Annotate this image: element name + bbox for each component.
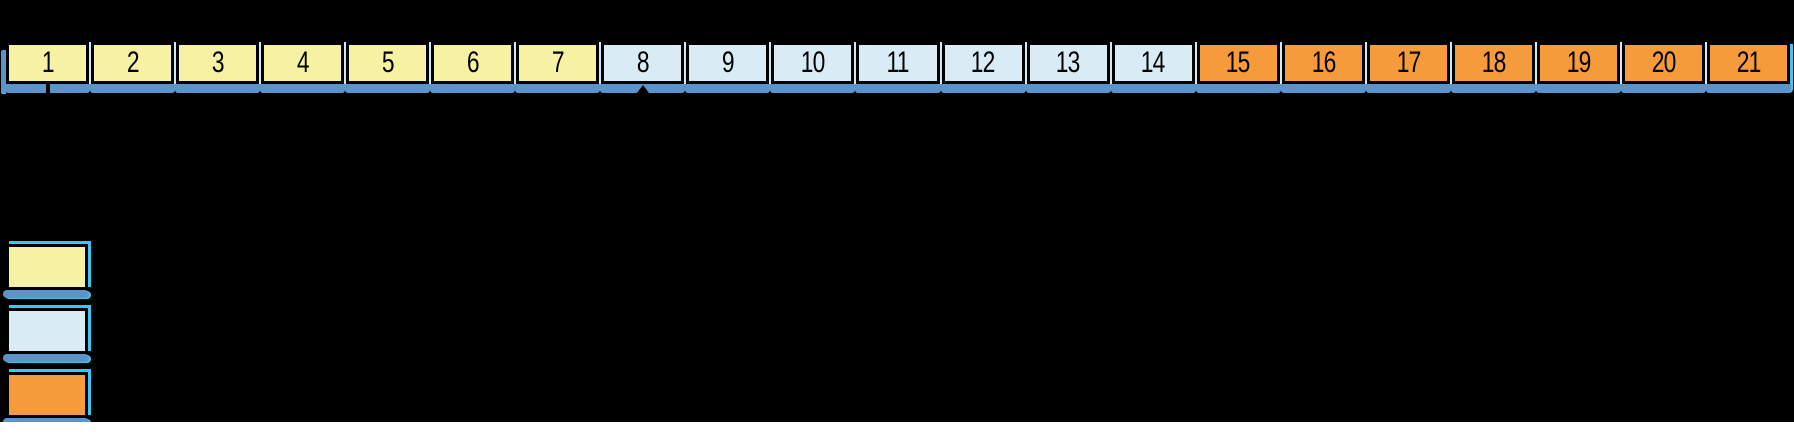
cell-underline-bar bbox=[1110, 84, 1196, 93]
cell-number: 6 bbox=[466, 46, 480, 79]
cell-box: 7 bbox=[516, 42, 600, 84]
cell-box: 13 bbox=[1026, 42, 1110, 84]
cell-number: 18 bbox=[1481, 46, 1506, 79]
cell-box: 3 bbox=[176, 42, 260, 84]
cell-underline-bar bbox=[1535, 84, 1621, 93]
strip-cell: 18 bbox=[1450, 42, 1536, 93]
legend bbox=[3, 244, 89, 436]
cell-box: 10 bbox=[771, 42, 855, 84]
cell-underline-bar bbox=[175, 84, 261, 93]
cell-underline-bar bbox=[1280, 84, 1366, 93]
cell-number: 13 bbox=[1056, 46, 1081, 79]
cell-underline-bar bbox=[260, 84, 346, 93]
footer-strip bbox=[0, 422, 1794, 438]
legend-swatch-group-2 bbox=[3, 308, 89, 362]
cell-number: 15 bbox=[1226, 46, 1251, 79]
cell-number: 17 bbox=[1396, 46, 1421, 79]
cell-number: 19 bbox=[1566, 46, 1591, 79]
cell-number: 20 bbox=[1651, 46, 1676, 79]
cell-box: 17 bbox=[1366, 42, 1450, 84]
cell-number: 11 bbox=[886, 46, 910, 79]
cell-underline-bar bbox=[430, 84, 516, 93]
strip-cell: 9 bbox=[685, 42, 771, 93]
cell-number: 3 bbox=[211, 46, 225, 79]
strip-cell: 16 bbox=[1280, 42, 1366, 93]
cell-underline-bar bbox=[1705, 84, 1791, 93]
cell-underline-bar bbox=[345, 84, 431, 93]
cell-box: 9 bbox=[686, 42, 770, 84]
cell-number: 14 bbox=[1141, 46, 1166, 79]
cell-number: 21 bbox=[1736, 46, 1762, 79]
strip-cell: 21 bbox=[1705, 42, 1791, 93]
cell-underline-bar bbox=[770, 84, 856, 93]
cell-number: 2 bbox=[126, 46, 140, 79]
cell-box: 5 bbox=[346, 42, 430, 84]
cell-box: 11 bbox=[856, 42, 940, 84]
cell-box: 18 bbox=[1451, 42, 1535, 84]
strip-cell: 13 bbox=[1025, 42, 1111, 93]
cell-underline-bar bbox=[855, 84, 941, 93]
cell-number: 5 bbox=[381, 46, 395, 79]
strip-cell: 7 bbox=[515, 42, 601, 93]
strip-cell: 12 bbox=[940, 42, 1026, 93]
cell-number: 4 bbox=[296, 46, 310, 79]
cell-number: 8 bbox=[636, 46, 650, 79]
cell-underline-bar bbox=[1450, 84, 1536, 93]
strip-cell: 14 bbox=[1110, 42, 1196, 93]
cell-underline-bar bbox=[90, 84, 176, 93]
strip-cell: 17 bbox=[1365, 42, 1451, 93]
bar-break-marker bbox=[46, 84, 51, 94]
cell-box: 12 bbox=[941, 42, 1025, 84]
strip-cell: 11 bbox=[855, 42, 941, 93]
cell-box: 8 bbox=[601, 42, 685, 84]
cell-box: 1 bbox=[6, 42, 90, 84]
cell-number: 10 bbox=[801, 46, 826, 79]
legend-swatch-group-3 bbox=[3, 372, 89, 426]
strip-cell: 19 bbox=[1535, 42, 1621, 93]
cell-underline-bar bbox=[940, 84, 1026, 93]
cell-number: 16 bbox=[1311, 46, 1336, 79]
cell-number: 7 bbox=[551, 46, 565, 79]
cell-number: 9 bbox=[721, 46, 735, 79]
bar-right-cap bbox=[1788, 44, 1793, 93]
cell-underline-bar bbox=[1195, 84, 1281, 93]
cell-underline-bar bbox=[515, 84, 601, 93]
cell-box: 4 bbox=[261, 42, 345, 84]
strip-cell: 20 bbox=[1620, 42, 1706, 93]
cell-box: 20 bbox=[1621, 42, 1705, 84]
cell-underline-bar bbox=[1365, 84, 1451, 93]
bar-left-cap bbox=[1, 50, 6, 93]
cell-box: 6 bbox=[431, 42, 515, 84]
strip-cell: 6 bbox=[430, 42, 516, 93]
cell-underline-bar bbox=[685, 84, 771, 93]
caret-up-icon bbox=[634, 85, 653, 97]
strip-cell: 15 bbox=[1195, 42, 1281, 93]
cell-box: 19 bbox=[1536, 42, 1620, 84]
strip-cell: 3 bbox=[175, 42, 261, 93]
strip-cell: 5 bbox=[345, 42, 431, 93]
cell-number: 1 bbox=[41, 46, 55, 79]
legend-swatch-group-1 bbox=[3, 244, 89, 298]
cell-box: 14 bbox=[1111, 42, 1195, 84]
strip-cell: 4 bbox=[260, 42, 346, 93]
strip-cell: 10 bbox=[770, 42, 856, 93]
cell-underline-bar bbox=[1025, 84, 1111, 93]
cell-box: 2 bbox=[91, 42, 175, 84]
cell-box: 21 bbox=[1706, 42, 1790, 84]
cell-number: 12 bbox=[971, 46, 996, 79]
cell-box: 15 bbox=[1196, 42, 1280, 84]
strip-cell: 2 bbox=[90, 42, 176, 93]
cell-box: 16 bbox=[1281, 42, 1365, 84]
cell-underline-bar bbox=[1620, 84, 1706, 93]
